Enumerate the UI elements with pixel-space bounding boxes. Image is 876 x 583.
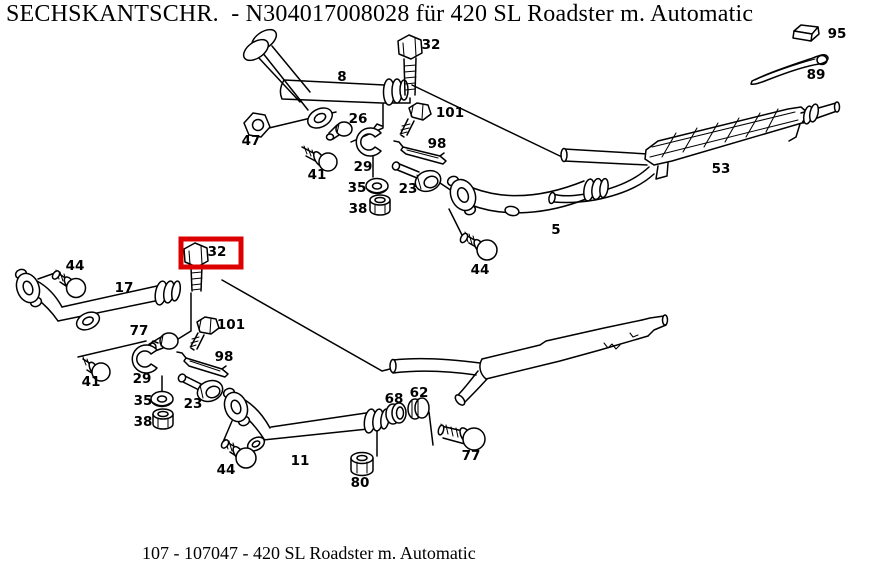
part-label-upper-41: 41 [308, 167, 327, 183]
part-label-upper-53: 53 [712, 161, 731, 177]
part-label-upper-5: 5 [551, 222, 560, 238]
part-label-lower-17: 17 [115, 280, 134, 296]
part-label-upper-23: 23 [399, 181, 418, 197]
screw-101-lower-drawing [189, 316, 220, 351]
highlight-box-part-32 [178, 236, 244, 270]
part-label-lower-77: 77 [462, 448, 481, 464]
ring-68-drawing [385, 402, 407, 425]
part-label-lower-101: 101 [217, 317, 245, 333]
part-label-upper-44: 44 [471, 262, 490, 278]
nut-47-drawing [243, 112, 271, 138]
part-label-upper-26: 26 [349, 111, 368, 127]
part-label-upper-95: 95 [828, 26, 847, 42]
upper-assembly-drawing [242, 24, 841, 261]
stud-26-drawing [325, 121, 353, 141]
part-label-lower-44: 44 [217, 462, 236, 478]
muffler-53-drawing [548, 101, 841, 205]
bolt-44-upper-drawing [459, 231, 498, 261]
bolt-44-lower-pipe-drawing [220, 438, 257, 469]
part-label-lower-80: 80 [351, 475, 370, 491]
part-label-upper-32: 32 [422, 37, 441, 53]
part-label-lower-23: 23 [184, 396, 203, 412]
part-label-upper-29: 29 [354, 159, 373, 175]
screw-101-upper-drawing [399, 102, 432, 138]
part-label-upper-47: 47 [242, 133, 261, 149]
bracket-98-lower-drawing [176, 351, 229, 378]
front-pipe-17-drawing [14, 268, 182, 331]
hanger-23-lower-drawing [177, 373, 224, 403]
part-label-lower-62: 62 [410, 385, 429, 401]
bolt-44-lower-left-drawing [51, 269, 87, 299]
nut-38-upper-drawing [369, 194, 391, 216]
part-label-lower-44: 44 [66, 258, 85, 274]
strap-89-drawing [750, 54, 829, 85]
bolt-41-lower-drawing [82, 356, 111, 382]
part-label-lower-77: 77 [130, 323, 149, 339]
part-label-lower-11: 11 [291, 453, 310, 469]
clamp-29-upper-drawing [355, 123, 383, 157]
page-caption: 107 - 107047 - 420 SL Roadster m. Automa… [142, 543, 476, 563]
bracket-98-upper-drawing [393, 140, 447, 165]
hanger-23-upper-drawing [391, 161, 442, 193]
part-label-lower-38: 38 [134, 414, 153, 430]
clip-95-drawing [792, 24, 820, 42]
page-title: SECHSKANTSCHR. - N304017008028 für 420 S… [6, 1, 754, 27]
part-label-lower-35: 35 [134, 393, 153, 409]
washer-35-upper-drawing [365, 177, 389, 195]
nut-38-lower-drawing [152, 408, 174, 430]
part-label-upper-8: 8 [337, 69, 346, 85]
part-label-lower-32-highlighted: 32 [208, 244, 227, 260]
part-label-upper-38: 38 [349, 201, 368, 217]
part-label-lower-68: 68 [385, 391, 404, 407]
nut-80-drawing [350, 451, 374, 477]
part-label-upper-35: 35 [348, 180, 367, 196]
lower-assembly-drawing [14, 242, 669, 477]
flange-pipe-5-drawing [446, 175, 609, 217]
rear-muffler-drawing [389, 314, 669, 406]
bolt-77-right-drawing [437, 423, 486, 451]
rear-pipe-11-drawing [222, 387, 390, 452]
hex-bolt-32-upper-drawing [397, 34, 423, 96]
clamp-29-lower-drawing [131, 340, 159, 374]
part-label-lower-29: 29 [133, 371, 152, 387]
clamp-62-drawing [407, 397, 430, 420]
part-label-lower-98: 98 [215, 349, 234, 365]
part-label-lower-41: 41 [82, 374, 101, 390]
bolt-41-upper-drawing [301, 145, 338, 172]
part-label-upper-89: 89 [807, 67, 826, 83]
washer-35-lower-drawing [150, 390, 174, 408]
part-label-upper-98: 98 [428, 136, 447, 152]
hex-bolt-32-lower-drawing [183, 242, 209, 292]
part-label-upper-101: 101 [436, 105, 464, 121]
front-pipe-8-drawing [242, 28, 409, 129]
